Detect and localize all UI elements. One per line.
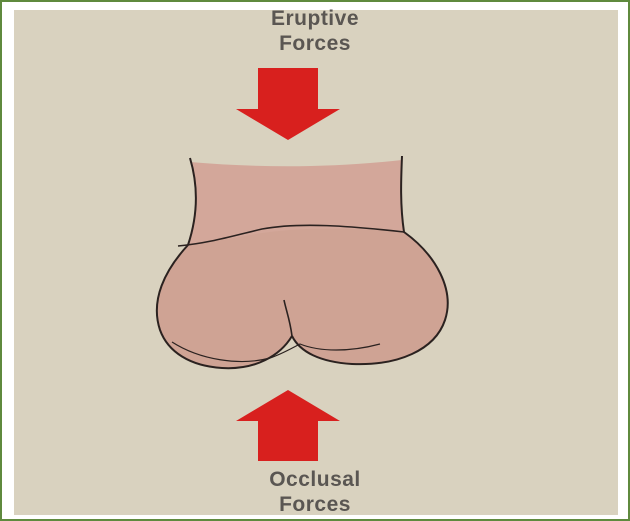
eruptive-label-line1: Eruptive: [0, 6, 630, 31]
eruptive-forces-label: Eruptive Forces: [0, 6, 630, 56]
occlusal-label-line1: Occlusal: [0, 467, 630, 492]
tooth-crown: [157, 229, 448, 369]
arrow-up-icon: [236, 390, 340, 461]
arrow-down-icon: [236, 68, 340, 140]
occlusal-forces-label: Occlusal Forces: [0, 467, 630, 517]
eruptive-label-line2: Forces: [0, 31, 630, 56]
occlusal-label-line2: Forces: [0, 492, 630, 517]
molar-tooth-icon: [157, 156, 448, 368]
